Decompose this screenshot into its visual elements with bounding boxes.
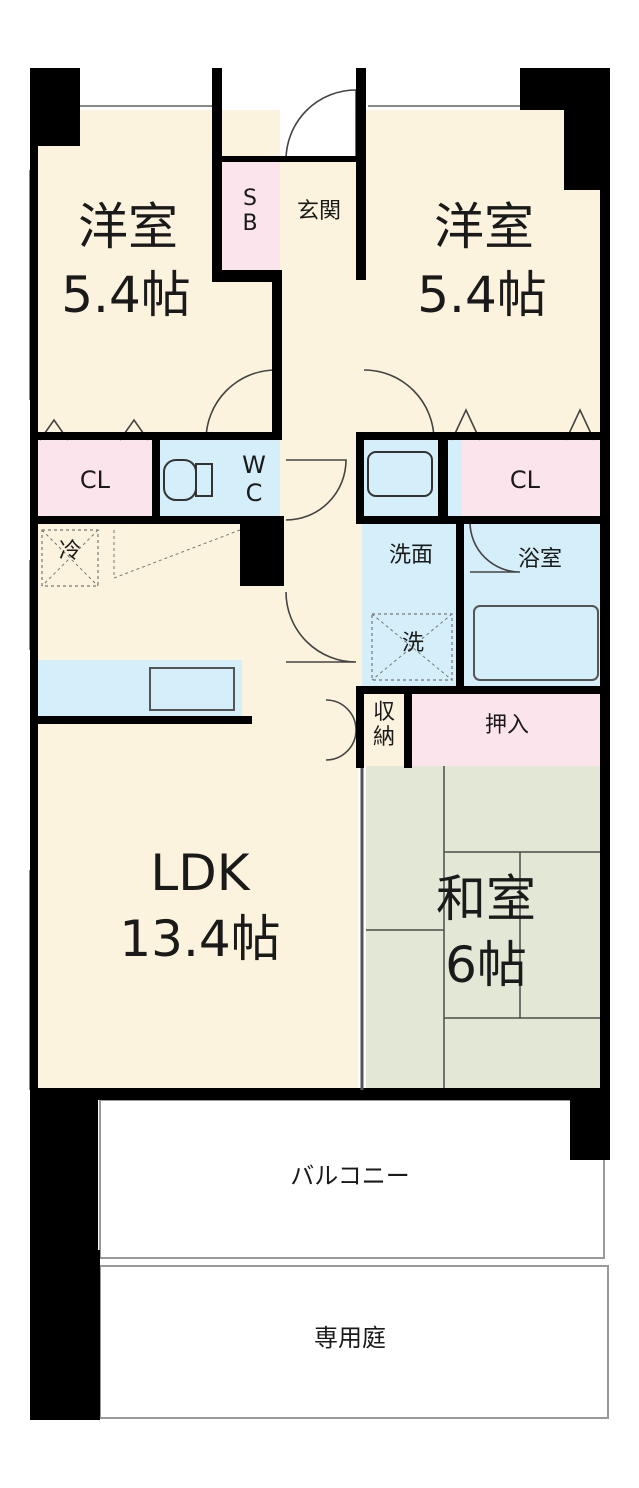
western-room-right-floor	[362, 110, 604, 440]
bathroom-label: 浴室	[517, 547, 562, 572]
closet-right-label: CL	[509, 466, 541, 494]
washer-cross-a	[371, 613, 453, 681]
shoe-box-area	[222, 160, 280, 270]
oshiire-label: 押入	[484, 713, 529, 738]
walls	[30, 68, 610, 1420]
japanese-room-name: 和室	[436, 870, 536, 928]
western-room-right-name: 洋室	[434, 198, 534, 256]
western-room-right-size: 5.4帖	[417, 266, 547, 324]
fridge-label: 冷	[58, 539, 81, 564]
japanese-room-floor	[366, 766, 604, 1092]
tatami-lines	[366, 766, 604, 1092]
ldk-name: LDK	[150, 844, 250, 902]
garden-area	[99, 1265, 609, 1419]
kitchen-sink	[149, 667, 235, 711]
door-swings	[205, 89, 521, 761]
private-garden-label: 専用庭	[314, 1324, 386, 1352]
shoe-box-label: SB	[242, 186, 258, 237]
storage-area	[362, 692, 408, 766]
entrance-label: 玄関	[296, 199, 341, 224]
fridge-space	[41, 529, 99, 587]
japanese-room-size: 6帖	[445, 936, 527, 994]
ldk-size: 13.4帖	[119, 910, 281, 968]
bathtub	[473, 605, 599, 681]
western-room-left-name: 洋室	[78, 198, 178, 256]
fridge-cross-b	[41, 529, 99, 587]
washer-label: 洗	[401, 631, 424, 656]
storage-label: 収納	[372, 700, 395, 751]
entrance-floor	[280, 160, 358, 272]
closet-left-label: CL	[79, 466, 111, 494]
wash-basin	[367, 451, 433, 497]
balcony-label: バルコニー	[290, 1162, 410, 1190]
washroom-label: 洗面	[388, 543, 433, 568]
fridge-cross-a	[41, 529, 99, 587]
ldk-floor	[36, 522, 358, 1092]
closet-left-area	[36, 440, 154, 522]
dashed-counter-outline	[113, 529, 241, 579]
toilet-tank	[195, 463, 213, 497]
toilet-label: WC	[242, 451, 266, 507]
toilet-area	[154, 440, 280, 520]
balcony-area	[99, 1099, 605, 1259]
western-room-left-size: 5.4帖	[61, 266, 191, 324]
closet-right-area	[446, 440, 604, 522]
washer-pan	[371, 613, 453, 681]
washer-cross-b	[371, 613, 453, 681]
oshiire-area	[408, 692, 604, 766]
